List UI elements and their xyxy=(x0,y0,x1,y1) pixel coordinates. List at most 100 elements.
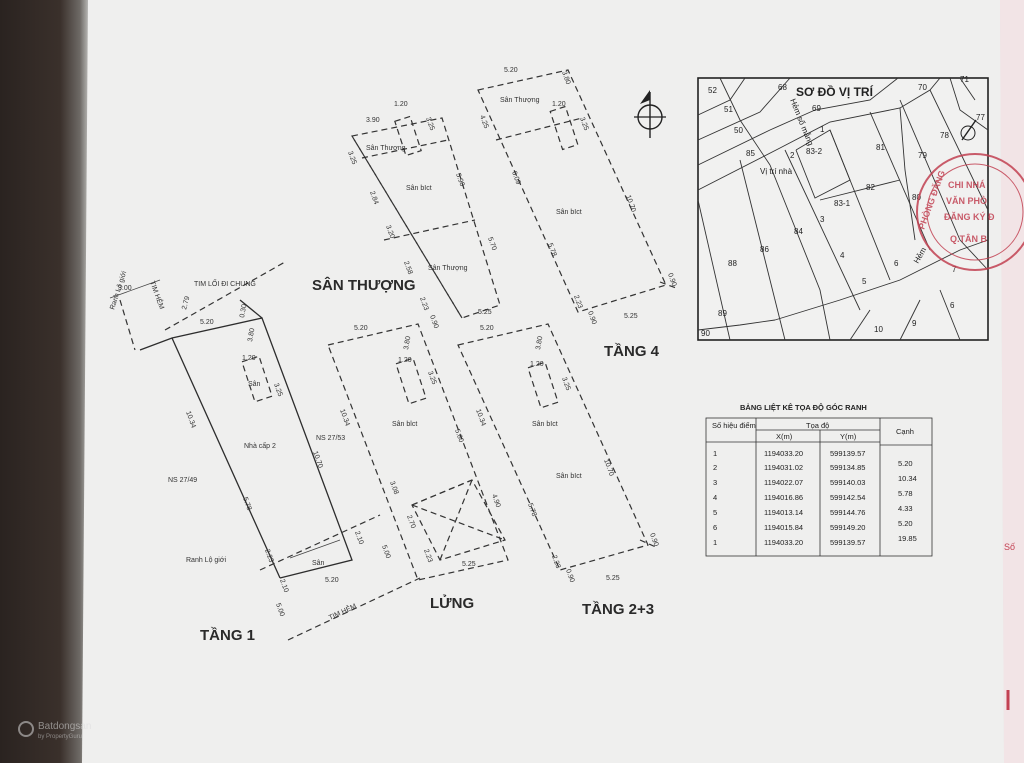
tang1-room-san-top: Sân xyxy=(248,381,261,388)
lot-89: 89 xyxy=(718,309,727,318)
santhuong-dim-120: 1.20 xyxy=(394,101,408,108)
tang4-dim-578: 5.78 xyxy=(546,242,557,257)
watermark-sub: by PropertyGuru xyxy=(38,734,83,740)
lung-dim-270: 2.70 xyxy=(405,514,416,529)
lot-83-1: 83-1 xyxy=(834,199,851,208)
tang4-dim-609: 6.09 xyxy=(510,170,521,185)
lot-10: 10 xyxy=(874,325,883,334)
coord-header-y: Y(m) xyxy=(840,432,857,441)
lot-88: 88 xyxy=(728,259,737,268)
coord-row-2-y: 599134.85 xyxy=(830,463,865,472)
lot-52: 52 xyxy=(708,86,717,95)
lot-83-2: 83-2 xyxy=(806,147,823,156)
lung-dim-120: 1.20 xyxy=(398,357,412,364)
tang23-dim-090b: 0.90 xyxy=(648,532,659,547)
lot-69: 69 xyxy=(812,104,821,113)
tang4-dim-380: 3.80 xyxy=(560,70,571,85)
tang23-dim-520: 5.20 xyxy=(480,325,494,332)
santhuong-mid-divider xyxy=(383,219,476,241)
coord-row-2-pt: 2 xyxy=(713,463,717,472)
tang4-dim-120: 1.20 xyxy=(552,101,566,108)
location-map: 52 68 69 70 71 51 50 85 83-2 81 79 78 77… xyxy=(697,75,989,341)
lot-86: 86 xyxy=(760,245,769,254)
lot-81: 81 xyxy=(876,143,885,152)
tang4-dim-525: 5.25 xyxy=(624,313,638,320)
tang23-dim-578: 5.78 xyxy=(526,502,537,517)
santhuong-room-top: Sân Thượng xyxy=(366,145,406,152)
tang1-label-ns-left: NS 27/49 xyxy=(168,477,197,484)
santhuong-dim-570: 5.70 xyxy=(486,236,497,251)
tang1-dim-120: 1.20 xyxy=(242,355,256,362)
lung-void-diag2 xyxy=(439,479,473,561)
tang23-dim-380: 3.80 xyxy=(535,336,544,351)
tang4-room-main: Sân bIct xyxy=(556,209,582,216)
santhuong-stair-box xyxy=(394,115,422,157)
point-7: 7 xyxy=(952,265,957,274)
lot-6: 6 xyxy=(950,301,955,310)
tang1-dim-325: 3.25 xyxy=(272,382,283,397)
tang1-dim-578: 5.78 xyxy=(241,496,252,511)
lung-outline xyxy=(327,323,509,581)
coord-row-7-x: 1194033.20 xyxy=(764,538,803,547)
floor-santhuong: 3.90 1.20 3.25 3.25 2.84 5.90 3.20 5.70 … xyxy=(312,101,501,330)
coord-row-4-pt: 4 xyxy=(713,493,717,502)
coord-edge-6: 19.85 xyxy=(898,534,917,543)
tang1-label-tim-loi: TIM LỐI ĐI CHUNG xyxy=(194,278,256,288)
point-6: 6 xyxy=(894,259,899,268)
tang23-dim-120: 1.20 xyxy=(530,361,544,368)
tang23-dim-090a: 0.90 xyxy=(564,568,575,583)
coord-row-4-x: 1194016.86 xyxy=(764,493,803,502)
tang4-stair-box xyxy=(549,105,579,151)
santhuong-dim-325a: 3.25 xyxy=(424,116,435,131)
stamp-line-4: Q.TÂN B xyxy=(950,233,987,244)
coord-edge-3: 5.78 xyxy=(898,489,913,498)
santhuong-dim-090: 0.90 xyxy=(428,314,439,329)
coord-header-point: Số hiệu điểm xyxy=(712,421,756,430)
coord-row-3-y: 599140.03 xyxy=(830,478,865,487)
coord-edge-4: 4.33 xyxy=(898,504,913,513)
tang1-dim-380: 3.80 xyxy=(247,328,256,343)
tang1-label-ranh-bottom: Ranh Lộ giới xyxy=(186,557,226,564)
lot-68: 68 xyxy=(778,83,787,92)
tang1-tim-hem-line xyxy=(287,577,421,641)
coord-header-edge: Cạnh xyxy=(896,427,914,436)
tang1-dim-210b: 2.10 xyxy=(278,578,289,593)
coord-row-1-pt: 1 xyxy=(713,449,717,458)
coord-edge-5: 5.20 xyxy=(898,519,913,528)
coord-row-6-y: 599149.20 xyxy=(830,523,865,532)
lung-dim-223: 2.23 xyxy=(422,548,433,563)
tang4-offset xyxy=(659,281,677,289)
tang23-room-top: Sân bIct xyxy=(532,421,558,428)
tang1-dim-300: 3.00 xyxy=(118,285,132,292)
coord-row-1-x: 1194033.20 xyxy=(764,449,803,458)
floor-lung: 5.20 3.80 1.20 3.25 10.34 5.80 3.08 4.90… xyxy=(327,323,509,612)
lung-title: LỬNG xyxy=(430,594,474,612)
house-position-label: Vị trí nhà xyxy=(760,167,793,176)
tang23-title: TẦNG 2+3 xyxy=(582,601,654,618)
tang1-dim-500a: 5.00 xyxy=(380,544,391,559)
santhuong-dim-525: 5.25 xyxy=(478,309,492,316)
tang1-entry xyxy=(239,299,263,319)
lung-void-top xyxy=(411,479,473,506)
coord-table-title: BẢNG LIỆT KÊ TỌA ĐỘ GÓC RANH xyxy=(740,403,867,412)
tang1-title: TẦNG 1 xyxy=(200,627,255,644)
lung-dim-308: 3.08 xyxy=(388,480,399,495)
santhuong-dim-258: 2.58 xyxy=(402,260,413,275)
tang4-dim-520: 5.20 xyxy=(504,67,518,74)
santhuong-top-divider xyxy=(361,139,449,159)
lung-dim-520: 5.20 xyxy=(354,325,368,332)
tang1-road-edge xyxy=(109,279,161,299)
stamp-line-1: CHI NHÁ xyxy=(948,180,986,190)
coordinate-table: BẢNG LIỆT KÊ TỌA ĐỘ GÓC RANH Số hiệu điể… xyxy=(705,403,933,557)
tang1-dim-279: 2.79 xyxy=(181,295,191,310)
tang4-outline xyxy=(477,69,667,313)
lung-void-diag1 xyxy=(411,504,506,541)
lot-82: 82 xyxy=(866,183,875,192)
tang4-dim-425: 4.25 xyxy=(478,114,489,129)
lot-77: 77 xyxy=(976,113,985,122)
santhuong-room-upper: Sân bIct xyxy=(406,185,432,192)
santhuong-dim-223: 2.23 xyxy=(418,296,429,311)
coord-row-4-y: 599142.54 xyxy=(830,493,865,502)
